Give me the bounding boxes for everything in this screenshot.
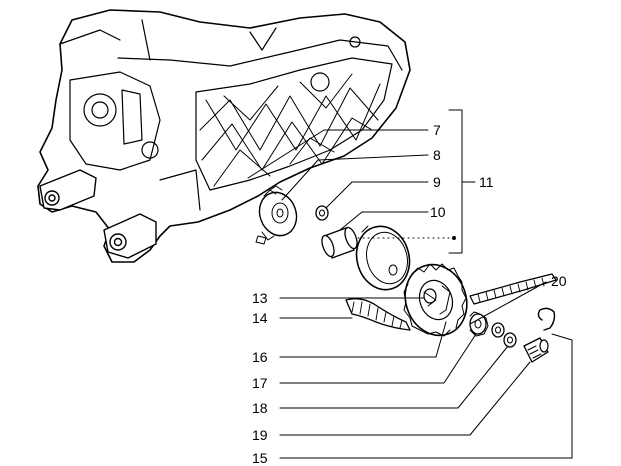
callout-13: 13	[252, 290, 268, 306]
callout-14: 14	[252, 310, 268, 326]
bushing	[315, 205, 329, 221]
drive-belt	[345, 273, 557, 331]
thrust-washer	[491, 322, 505, 338]
callout-11: 11	[479, 174, 494, 190]
spring-shaft	[523, 337, 549, 363]
fixed-half-pulley	[355, 225, 411, 291]
retaining-clip	[537, 307, 556, 331]
callout-20: 20	[551, 273, 567, 289]
callout-15: 15	[252, 450, 268, 466]
callout-10: 10	[430, 204, 446, 220]
callout-19: 19	[252, 427, 268, 443]
callout-8: 8	[433, 147, 441, 163]
callout-7: 7	[433, 122, 441, 138]
callout-labels: 7 8 9 10 11 13 14 16 17 18 19 15 20	[252, 122, 567, 466]
callout-18: 18	[252, 400, 268, 416]
callout-9: 9	[433, 174, 441, 190]
clutch-bell	[403, 263, 468, 337]
gear-pinion	[469, 311, 489, 337]
callout-16: 16	[252, 349, 268, 365]
needle-bearing	[503, 332, 517, 348]
leader-lines	[247, 109, 573, 459]
crankcase-housing	[37, 9, 411, 263]
spacer-sleeve	[321, 226, 358, 259]
drive-pulley-small	[255, 185, 298, 245]
callout-17: 17	[252, 375, 268, 391]
